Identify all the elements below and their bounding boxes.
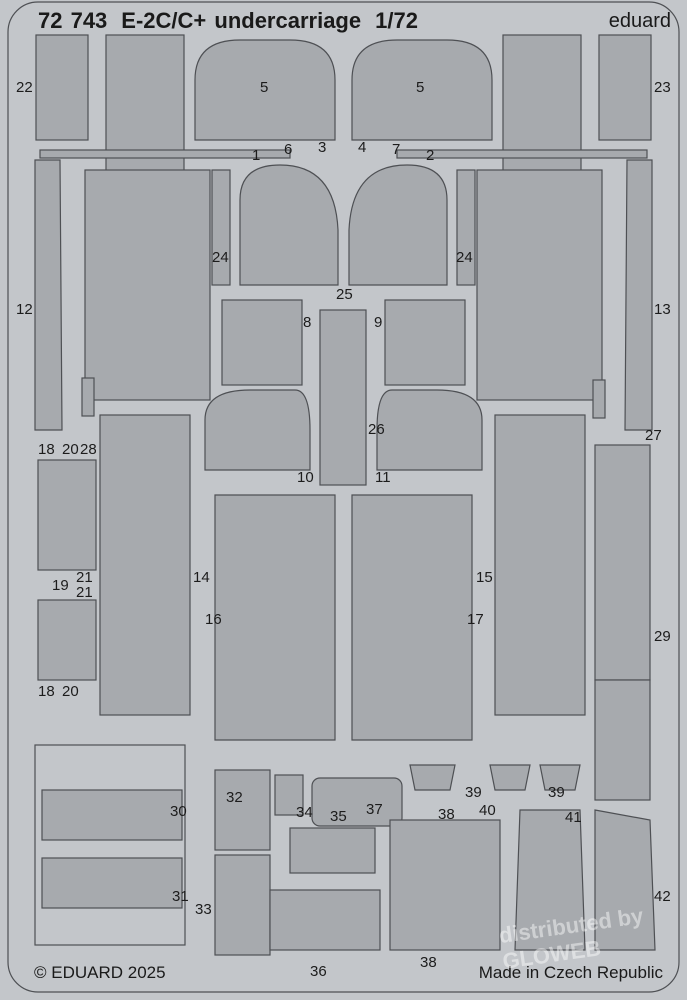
part-11 <box>376 389 483 471</box>
part-32 <box>214 769 271 851</box>
part-6 <box>239 164 339 286</box>
part-label: 35 <box>330 808 347 825</box>
part-7 <box>348 164 448 286</box>
part-label: 41 <box>565 809 582 826</box>
part-bay-right <box>476 169 603 401</box>
part-label: 10 <box>297 469 314 486</box>
part-label: 39 <box>465 784 482 801</box>
part-label: 12 <box>16 301 33 318</box>
part-label: 27 <box>645 427 662 444</box>
part-label: 1 <box>252 147 261 164</box>
part-label: 19 <box>52 577 69 594</box>
part-35 <box>289 827 376 874</box>
part-9 <box>384 299 466 386</box>
part-5-left <box>194 39 336 141</box>
part-label: 33 <box>195 901 212 918</box>
part-label: 37 <box>366 801 383 818</box>
part-label: 26 <box>368 421 385 438</box>
part-34 <box>274 774 304 816</box>
part-label: 17 <box>467 611 484 628</box>
part-label: 14 <box>193 569 210 586</box>
part-label: 21 <box>76 584 93 601</box>
part-label: 16 <box>205 611 222 628</box>
part-12 <box>34 159 63 431</box>
part-14 <box>99 414 191 716</box>
part-label: 9 <box>374 314 383 331</box>
part-8 <box>221 299 303 386</box>
part-label: 24 <box>212 249 229 266</box>
part-label: 7 <box>392 141 401 158</box>
part-16 <box>214 494 336 741</box>
part-label: 34 <box>296 804 313 821</box>
part-label: 36 <box>310 963 327 980</box>
part-label: 29 <box>654 628 671 645</box>
part-label: 39 <box>548 784 565 801</box>
part-13 <box>624 159 653 431</box>
part-label: 28 <box>80 441 97 458</box>
part-15 <box>494 414 586 716</box>
part-17 <box>351 494 473 741</box>
part-label: 4 <box>358 139 367 156</box>
part-label: 18 <box>38 683 55 700</box>
part-22 <box>35 34 89 141</box>
part-38-40 <box>389 819 501 951</box>
part-label: 38 <box>438 806 455 823</box>
part-label: 42 <box>654 888 671 905</box>
part-27 <box>592 379 606 419</box>
part-label: 22 <box>16 79 33 96</box>
part-25-26 <box>319 309 367 486</box>
part-28 <box>81 377 95 417</box>
part-label: 3 <box>318 139 327 156</box>
part-bay-left <box>84 169 211 401</box>
part-label: 25 <box>336 286 353 303</box>
part-29 <box>594 444 651 681</box>
part-label: 6 <box>284 141 293 158</box>
part-label: 2 <box>426 147 435 164</box>
part-label: 31 <box>172 888 189 905</box>
part-label: 21 <box>76 569 93 586</box>
part-23 <box>598 34 652 141</box>
part-label: 5 <box>260 79 269 96</box>
part-label: 30 <box>170 803 187 820</box>
part-label: 13 <box>654 301 671 318</box>
part-label: 20 <box>62 683 79 700</box>
part-label: 11 <box>375 469 391 486</box>
part-18-19 <box>37 459 97 571</box>
part-label: 23 <box>654 79 671 96</box>
part-label: 24 <box>456 249 473 266</box>
origin-text: Made in Czech Republic <box>478 963 663 982</box>
part-label: 38 <box>420 954 437 971</box>
part-41 <box>514 809 586 951</box>
part-42 <box>594 809 656 951</box>
part-29-lower <box>594 679 651 801</box>
copyright-text: © EDUARD 2025 <box>34 963 166 982</box>
part-label: 5 <box>416 79 425 96</box>
part-label: 32 <box>226 789 243 806</box>
part-37 <box>311 777 403 827</box>
part-label: 40 <box>479 802 496 819</box>
part-10 <box>204 389 311 471</box>
part-label: 15 <box>476 569 493 586</box>
part-36 <box>269 889 381 951</box>
part-33 <box>214 854 271 956</box>
part-18-20 <box>37 599 97 681</box>
part-5-right <box>351 39 493 141</box>
brand-logo: eduard <box>608 10 671 32</box>
part-label: 20 <box>62 441 79 458</box>
part-label: 18 <box>38 441 55 458</box>
part-label: 8 <box>303 314 312 331</box>
